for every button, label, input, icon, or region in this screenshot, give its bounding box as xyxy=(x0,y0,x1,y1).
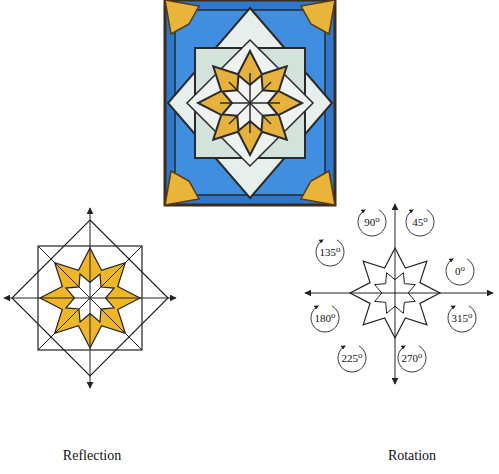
angle-label: 180⁰ xyxy=(315,312,336,324)
rotation-arrows xyxy=(311,210,476,372)
angle-label: 225⁰ xyxy=(342,352,363,364)
rotation-figure xyxy=(305,204,493,384)
figure-caption: Rotation xyxy=(388,448,436,463)
figure-caption: Reflection xyxy=(63,448,121,463)
angle-label: 0⁰ xyxy=(455,265,465,277)
angle-label: 135⁰ xyxy=(320,246,341,258)
reflection-figure xyxy=(4,208,176,388)
angle-label: 315⁰ xyxy=(452,312,473,324)
stained-glass xyxy=(165,0,335,205)
angle-label: 270⁰ xyxy=(402,352,423,364)
angle-label: 90⁰ xyxy=(364,216,379,228)
angle-label: 45⁰ xyxy=(412,216,427,228)
